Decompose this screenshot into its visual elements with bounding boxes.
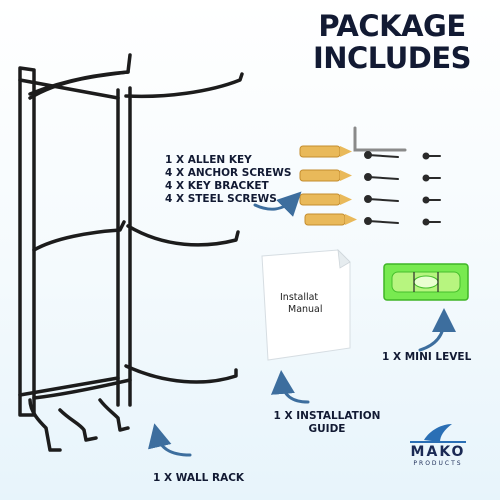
anchor-screws [299, 145, 357, 226]
anchor-screws-label: 4 X ANCHOR SCREWS [165, 167, 292, 179]
rack-hook-2 [58, 408, 98, 442]
steel-screw-1 [364, 151, 399, 159]
package-includes-heading: PACKAGE INCLUDES [292, 10, 492, 74]
heading-line-2: INCLUDES [312, 41, 472, 75]
steel-screws [364, 151, 399, 225]
key-bracket-4 [422, 218, 441, 226]
level-arrow [418, 308, 456, 352]
rack-hook-1 [28, 398, 62, 452]
rack-crossbars [18, 78, 120, 397]
manual-line-1: Installat [280, 292, 319, 303]
mini-level [383, 263, 469, 301]
allen-key [353, 126, 407, 152]
anchor-screw-2 [299, 169, 352, 182]
rack-middle-arm-right [126, 224, 240, 247]
rack-hook-3 [98, 398, 130, 432]
guide-arrow [270, 370, 310, 404]
anchor-screw-1 [299, 145, 352, 158]
anchor-screw-3 [299, 193, 352, 206]
rack-arrow [148, 423, 192, 457]
installation-manual [261, 248, 351, 361]
rack-top-arm-inner [28, 70, 130, 96]
rack-top-arm-right [124, 72, 244, 99]
brand-logo: MAKO PRODUCTS [403, 445, 473, 468]
key-bracket-1 [422, 152, 441, 160]
guide-label-line-2: GUIDE [308, 423, 346, 435]
brand-subtitle: PRODUCTS [413, 460, 463, 467]
rack-bottom-bar [32, 378, 132, 400]
rack-frame-left [18, 66, 36, 417]
key-bracket-label: 4 X KEY BRACKET [165, 180, 269, 192]
brand-name: MAKO [410, 444, 466, 460]
rack-frame-right [116, 86, 132, 407]
key-brackets [422, 152, 441, 226]
mini-level-label: 1 X MINI LEVEL [382, 351, 472, 363]
anchor-screw-4 [304, 213, 357, 226]
shark-fin-logo [410, 424, 466, 443]
steel-screw-4 [364, 217, 399, 225]
manual-cover-text: Installat Manual [280, 292, 323, 316]
rack-lower-arm-right [124, 364, 238, 384]
key-bracket-2 [422, 174, 441, 182]
manual-line-2: Manual [288, 304, 323, 315]
wall-rack [18, 53, 244, 452]
key-bracket-3 [422, 196, 441, 204]
steel-screw-2 [364, 173, 399, 181]
heading-line-1: PACKAGE [318, 9, 466, 43]
hardware-arrow [253, 191, 302, 217]
wall-rack-label: 1 X WALL RACK [153, 472, 245, 484]
steel-screw-3 [364, 195, 399, 203]
steel-screws-label: 4 X STEEL SCREWS [165, 193, 277, 205]
guide-label-line-1: 1 X INSTALLATION [273, 410, 381, 422]
allen-key-label: 1 X ALLEN KEY [165, 154, 252, 166]
hardware-labels: 1 X ALLEN KEY 4 X ANCHOR SCREWS 4 X KEY … [165, 154, 291, 206]
rack-middle-arm-left [32, 220, 126, 252]
installation-guide-label: 1 X INSTALLATION GUIDE [262, 410, 392, 436]
